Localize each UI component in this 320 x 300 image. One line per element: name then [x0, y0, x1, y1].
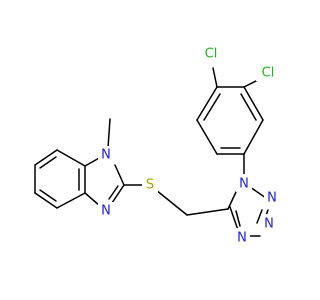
- bond: [240, 93, 257, 121]
- bond: [34, 192, 58, 209]
- bond: [229, 206, 239, 231]
- bonds: [34, 67, 269, 237]
- bond: [39, 189, 57, 202]
- bond: [39, 156, 57, 169]
- bond: [107, 118, 111, 149]
- bond: [243, 86, 264, 121]
- bond: [227, 191, 237, 210]
- bond: [243, 79, 259, 88]
- bond: [186, 208, 229, 216]
- bond: [84, 192, 101, 207]
- bond: [56, 192, 86, 209]
- bond: [196, 119, 218, 155]
- atom-n: N: [239, 177, 249, 192]
- atom-labels: Cl Cl N N N N S N N: [98, 44, 280, 246]
- atom-cl: Cl: [205, 47, 218, 62]
- bond: [243, 119, 264, 155]
- atom-n: N: [101, 204, 111, 219]
- atom-cl: Cl: [262, 66, 275, 81]
- bond: [203, 93, 221, 121]
- bond: [108, 185, 119, 200]
- bond: [111, 184, 125, 204]
- bond: [114, 164, 125, 186]
- bond: [196, 86, 218, 121]
- bond: [56, 149, 86, 167]
- atom-n: N: [237, 231, 247, 246]
- atom-s: S: [146, 178, 154, 193]
- bond: [34, 149, 58, 166]
- bond: [155, 189, 188, 216]
- bond: [256, 209, 263, 224]
- atom-n: N: [267, 191, 277, 206]
- bond: [249, 186, 267, 199]
- molecule-structure: Cl Cl N N N N S N N: [34, 44, 280, 246]
- bond: [212, 67, 218, 88]
- atom-n: N: [101, 148, 111, 163]
- bond: [235, 210, 241, 227]
- atom-n: N: [264, 217, 274, 232]
